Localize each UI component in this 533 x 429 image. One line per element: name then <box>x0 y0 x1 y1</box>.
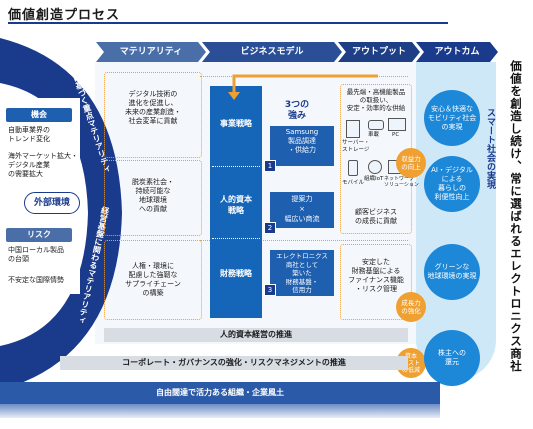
risk-title: リスク <box>6 228 72 242</box>
badge-profitability: 収益力 の向上 <box>396 148 426 178</box>
header-business-model: ビジネスモデル <box>202 42 342 62</box>
bar-human-capital: 人的資本経営の推進 <box>104 328 408 342</box>
badge-growth: 成長力 の強化 <box>396 292 426 322</box>
strength-num-1: 1 <box>264 160 276 172</box>
outcome-shareholder: 株主への 還元 <box>424 330 480 386</box>
strategy-divider-2 <box>212 238 260 239</box>
strength-card-3 <box>270 250 334 296</box>
risk-item-1: 中国ローカル製品 の台頭 <box>8 246 64 263</box>
output-top-text: 最先端・高機能製品 の取扱い、 安定・効率的な供給 <box>346 88 406 112</box>
risk-item-2: 不安定な国際情勢 <box>8 276 64 284</box>
title-underline <box>8 22 448 24</box>
materiality-box-3 <box>104 240 202 320</box>
materiality-text-3: 人権・環境に 配慮した強靭な サプライチェーン の構築 <box>125 262 181 297</box>
icon-label-car: 車載 <box>368 132 380 138</box>
external-env-label: 外部環境 <box>24 192 80 214</box>
icon-label-pc: PC <box>392 132 400 138</box>
icon-label-server: サーバー・ ストレージ <box>342 140 370 153</box>
right-slogan: 価値を創造し続け、常に選ばれるエレクトロニクス商社 <box>509 60 523 373</box>
strength-card-1 <box>270 126 334 166</box>
bar-governance: コーポレート・ガバナンスの強化・リスクマネジメントの推進 <box>60 356 408 370</box>
icon-label-iot: 組織IoT <box>364 176 384 182</box>
outcome-mobility: 安心＆快適な モビリティ社会 の実現 <box>424 90 480 146</box>
materiality-text-2: 脱炭素社会・ 持続可能な 地球環境 への貢献 <box>132 178 174 213</box>
strength-num-3: 3 <box>264 284 276 296</box>
header-outcome: アウトカム <box>416 42 498 62</box>
page-title: 価値創造プロセス <box>8 8 121 23</box>
strength-label-3: エレクトロニクス 商社として 築いた 財務基盤・ 信用力 <box>276 252 328 294</box>
output-bottom-text: 安定した 財務基盤による ファイナンス機能 ・リスク管理 <box>348 258 404 293</box>
mobile-icon <box>348 160 358 176</box>
output-box-bottom <box>340 244 412 320</box>
pc-icon <box>388 118 406 131</box>
strength-label-2: 提案力 × 幅広い商流 <box>284 195 320 223</box>
icon-label-network: ネットワーク ソリューション <box>384 176 419 188</box>
strategy-human-capital: 人的資本 戦略 <box>220 195 252 215</box>
feedback-arrow <box>228 74 378 100</box>
strategy-finance: 財務戦略 <box>220 269 252 278</box>
bottom-base <box>0 404 440 418</box>
bar-culture: 自由闊達で活力ある組織・企業風土 <box>0 382 440 404</box>
smart-society-label: スマート社会の実現 <box>485 108 495 189</box>
output-mid-text: 顧客ビジネス の成長に貢献 <box>355 208 397 225</box>
strengths-title: 3つの 強み <box>284 100 310 121</box>
opportunity-title: 機会 <box>6 108 72 122</box>
header-materiality: マテリアリティ <box>96 42 206 62</box>
strategy-divider-1 <box>212 166 260 167</box>
car-icon <box>368 120 384 130</box>
iot-icon <box>368 160 382 174</box>
strength-card-2 <box>270 192 334 228</box>
materiality-box-2 <box>104 160 202 236</box>
outcome-ai-digital: AI・デジタル による 暮らしの 利便性向上 <box>424 156 480 212</box>
server-icon <box>346 120 360 138</box>
materiality-text-1: デジタル技術の 進化を促進し、 未来の産業創造・ 社会変革に貢献 <box>125 90 181 125</box>
strength-num-2: 2 <box>264 222 276 234</box>
strategy-column <box>210 86 262 318</box>
outcome-green-earth: グリーンな 地球環境の実現 <box>424 244 480 300</box>
opportunity-item-2: 海外マーケット拡大・ デジタル産業 の需要拡大 <box>8 152 78 178</box>
opportunity-item-1: 自動車業界の トレンド変化 <box>8 126 50 143</box>
materiality-box-1 <box>104 72 202 158</box>
strength-label-1: Samsung 製品調達 ・供給力 <box>285 128 319 154</box>
strategy-business: 事業戦略 <box>220 119 252 128</box>
connector-row-2 <box>200 240 408 241</box>
icon-label-mobile: モバイル <box>342 180 365 186</box>
header-output: アウトプット <box>338 42 420 62</box>
